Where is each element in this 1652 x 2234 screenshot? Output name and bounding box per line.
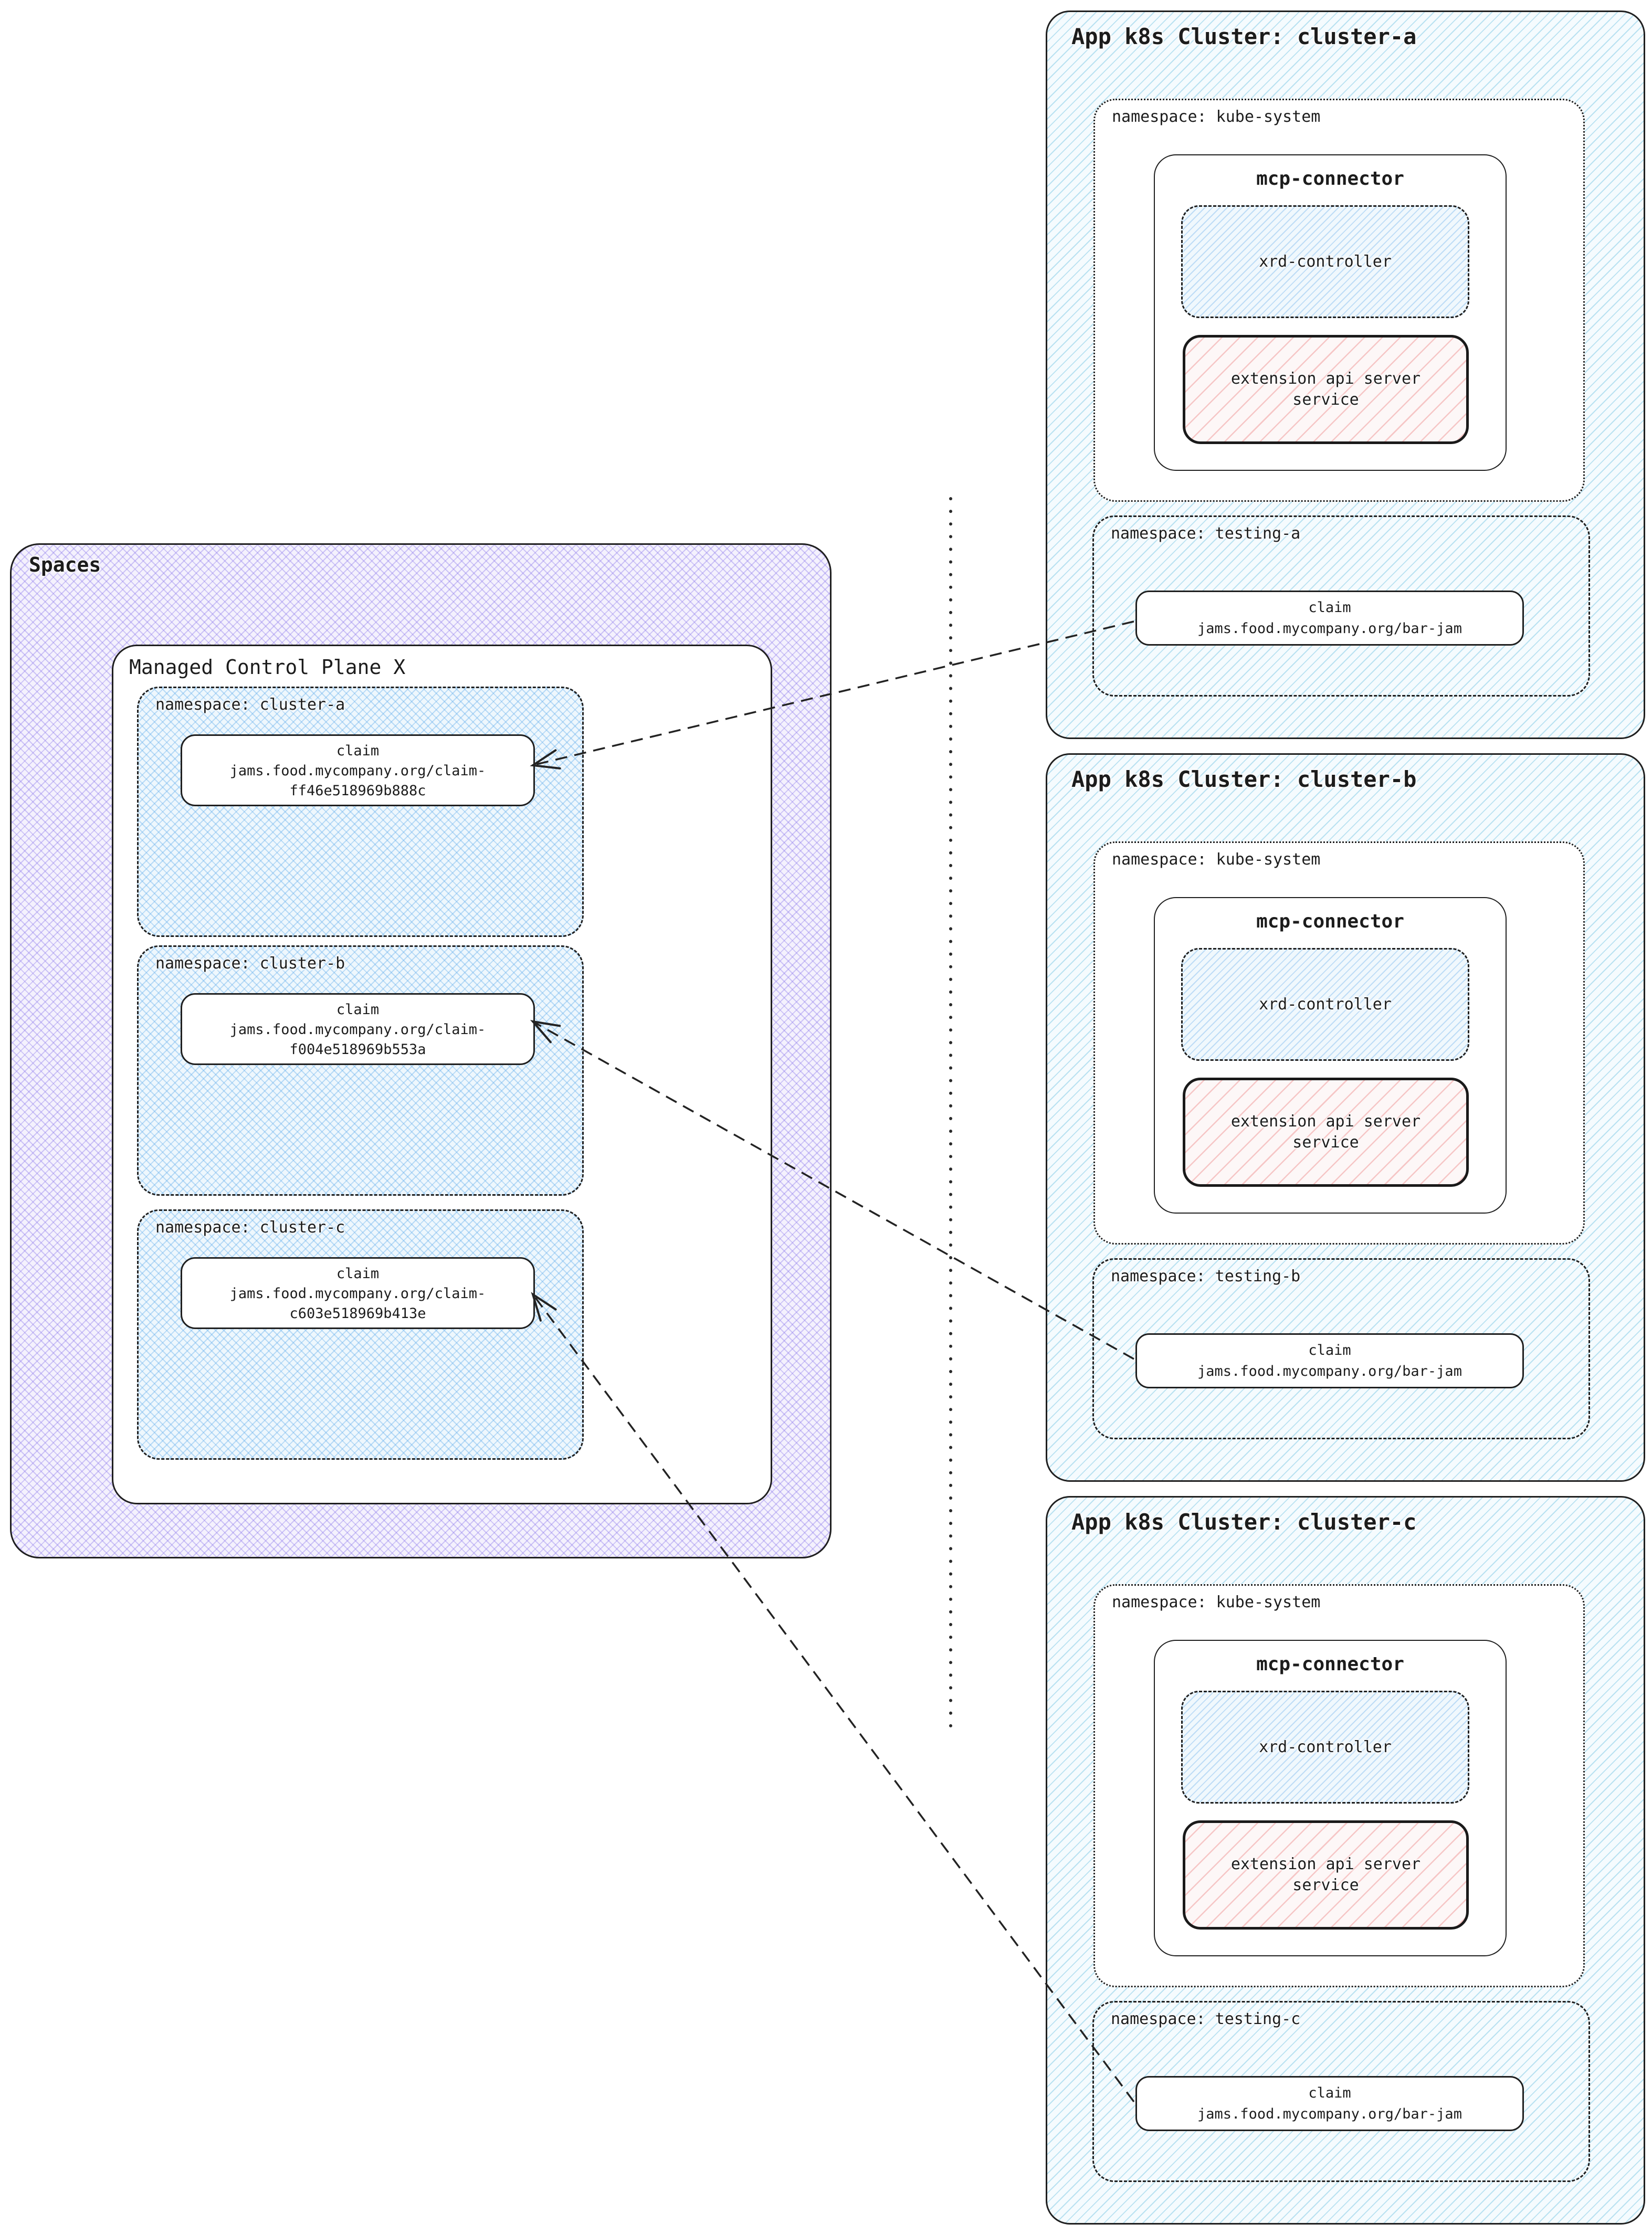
mcp-connector-box: mcp-connector xrd-controller extension a…: [1154, 1640, 1507, 1956]
claim-bar-jam-a: claim jams.food.mycompany.org/bar-jam: [1135, 591, 1524, 646]
app-cluster-b-box: App k8s Cluster: cluster-b namespace: ku…: [1046, 753, 1645, 1482]
app-cluster-c-box: App k8s Cluster: cluster-c namespace: ku…: [1046, 1496, 1645, 2225]
extension-api-server-line2: service: [1292, 1876, 1359, 1894]
namespace-cluster-c-box: namespace: cluster-c claim jams.food.myc…: [137, 1209, 584, 1460]
testing-a-label: namespace: testing-a: [1111, 524, 1301, 543]
mcp-connector-title: mcp-connector: [1256, 1653, 1404, 1675]
claim-cluster-b: claim jams.food.mycompany.org/claim- f00…: [181, 993, 535, 1065]
extension-api-server-box: extension api server service: [1183, 335, 1469, 444]
claim-id: c603e518969b413e: [289, 1305, 426, 1322]
namespace-cluster-b-box: namespace: cluster-b claim jams.food.myc…: [137, 945, 584, 1196]
claim-title: claim: [336, 1266, 380, 1282]
namespace-cluster-a-label: namespace: cluster-a: [155, 696, 345, 714]
claim-title: claim: [336, 743, 380, 759]
app-cluster-a-box: App k8s Cluster: cluster-a namespace: ku…: [1046, 10, 1645, 739]
mcp-connector-title: mcp-connector: [1256, 168, 1404, 189]
claim-bar-jam-b: claim jams.food.mycompany.org/bar-jam: [1135, 1333, 1524, 1388]
spaces-box: Spaces Managed Control Plane X namespace…: [10, 543, 832, 1558]
claim-path: jams.food.mycompany.org/claim-: [229, 1285, 486, 1302]
claim-path: jams.food.mycompany.org/bar-jam: [1197, 1363, 1462, 1379]
namespace-cluster-a-box: namespace: cluster-a claim jams.food.myc…: [137, 687, 584, 937]
xrd-controller-box: xrd-controller: [1181, 205, 1469, 318]
kube-system-label: namespace: kube-system: [1112, 108, 1321, 126]
testing-a-namespace-box: namespace: testing-a: [1092, 515, 1590, 697]
xrd-controller-box: xrd-controller: [1181, 948, 1469, 1061]
claim-title: claim: [1308, 599, 1351, 616]
app-cluster-c-title: App k8s Cluster: cluster-c: [1071, 1509, 1417, 1535]
kube-system-label: namespace: kube-system: [1112, 850, 1321, 869]
testing-b-label: namespace: testing-b: [1111, 1267, 1301, 1285]
xrd-controller-label: xrd-controller: [1259, 252, 1392, 271]
extension-api-server-line1: extension api server: [1230, 370, 1421, 388]
claim-cluster-a: claim jams.food.mycompany.org/claim- ff4…: [181, 734, 535, 806]
kube-system-namespace-box: namespace: kube-system mcp-connector xrd…: [1093, 1584, 1585, 1987]
extension-api-server-line1: extension api server: [1230, 1855, 1421, 1873]
extension-api-server-line2: service: [1292, 1133, 1359, 1152]
mcp-connector-box: mcp-connector xrd-controller extension a…: [1154, 154, 1507, 471]
xrd-controller-box: xrd-controller: [1181, 1691, 1469, 1804]
claim-title: claim: [336, 1002, 380, 1018]
mcp-connector-title: mcp-connector: [1256, 911, 1404, 932]
app-cluster-b-title: App k8s Cluster: cluster-b: [1071, 766, 1417, 792]
spaces-title: Spaces: [29, 553, 101, 576]
xrd-controller-label: xrd-controller: [1259, 995, 1392, 1014]
app-cluster-a-title: App k8s Cluster: cluster-a: [1071, 24, 1417, 49]
claim-bar-jam-c: claim jams.food.mycompany.org/bar-jam: [1135, 2076, 1524, 2131]
kube-system-namespace-box: namespace: kube-system mcp-connector xrd…: [1093, 841, 1585, 1245]
managed-control-plane-title: Managed Control Plane X: [129, 656, 406, 679]
claim-id: ff46e518969b888c: [289, 783, 426, 799]
claim-title: claim: [1308, 1342, 1351, 1358]
extension-api-server-box: extension api server service: [1183, 1820, 1469, 1930]
extension-api-server-line2: service: [1292, 391, 1359, 409]
mcp-connector-box: mcp-connector xrd-controller extension a…: [1154, 897, 1507, 1214]
testing-c-label: namespace: testing-c: [1111, 2010, 1301, 2028]
kube-system-label: namespace: kube-system: [1112, 1593, 1321, 1611]
claim-path: jams.food.mycompany.org/claim-: [229, 1021, 486, 1038]
claim-id: f004e518969b553a: [289, 1041, 426, 1058]
claim-path: jams.food.mycompany.org/claim-: [229, 763, 486, 779]
namespace-cluster-b-label: namespace: cluster-b: [155, 954, 345, 973]
claim-title: claim: [1308, 2085, 1351, 2101]
xrd-controller-label: xrd-controller: [1259, 1738, 1392, 1756]
claim-path: jams.food.mycompany.org/bar-jam: [1197, 620, 1462, 637]
claim-cluster-c: claim jams.food.mycompany.org/claim- c60…: [181, 1257, 535, 1329]
extension-api-server-line1: extension api server: [1230, 1112, 1421, 1131]
claim-path: jams.food.mycompany.org/bar-jam: [1197, 2106, 1462, 2122]
namespace-cluster-c-label: namespace: cluster-c: [155, 1218, 345, 1237]
extension-api-server-box: extension api server service: [1183, 1078, 1469, 1187]
kube-system-namespace-box: namespace: kube-system mcp-connector xrd…: [1093, 99, 1585, 502]
managed-control-plane-box: Managed Control Plane X namespace: clust…: [112, 645, 772, 1504]
